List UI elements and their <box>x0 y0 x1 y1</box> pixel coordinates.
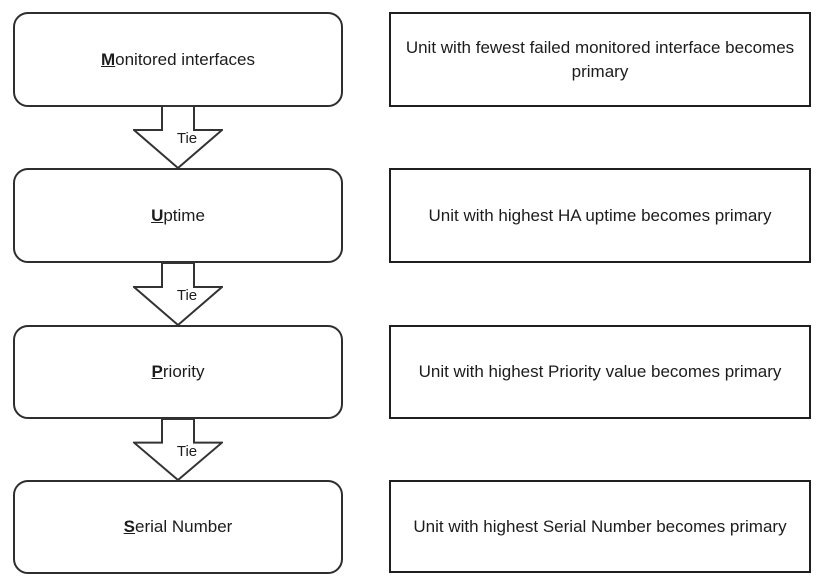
step-label: Serial Number <box>124 517 233 537</box>
tie-label: Tie <box>176 443 198 460</box>
step-box-monitored-interfaces: Monitored interfaces <box>13 12 343 107</box>
step-hotkey-letter: P <box>151 362 163 381</box>
desc-box-serial-number: Unit with highest Serial Number becomes … <box>389 480 811 573</box>
desc-text: Unit with highest HA uptime becomes prim… <box>428 205 772 225</box>
tie-connector-1: Tie <box>133 105 223 169</box>
step-label: Monitored interfaces <box>101 50 255 70</box>
step-label: Priority <box>152 362 205 382</box>
step-label-rest: riority <box>162 362 205 381</box>
down-block-arrow-icon <box>133 262 223 326</box>
step-box-priority: Priority <box>13 325 343 419</box>
step-label-rest: onitored interfaces <box>115 49 256 69</box>
tie-label: Tie <box>176 130 198 147</box>
desc-text: Unit with fewest failed monitored interf… <box>405 37 795 81</box>
desc-box-monitored-interfaces: Unit with fewest failed monitored interf… <box>389 12 811 107</box>
step-label: Uptime <box>151 206 205 226</box>
step-hotkey-letter: S <box>123 517 136 536</box>
step-label-rest: erial Number <box>135 517 233 536</box>
tie-connector-2: Tie <box>133 262 223 326</box>
desc-box-uptime: Unit with highest HA uptime becomes prim… <box>389 168 811 263</box>
tie-label: Tie <box>176 287 198 304</box>
step-label-rest: ptime <box>163 205 205 225</box>
desc-box-priority: Unit with highest Priority value becomes… <box>389 325 811 419</box>
step-hotkey-letter: U <box>151 205 164 225</box>
tie-connector-3: Tie <box>133 418 223 481</box>
step-box-uptime: Uptime <box>13 168 343 263</box>
desc-text: Unit with highest Priority value becomes… <box>418 362 782 381</box>
step-hotkey-letter: M <box>100 49 116 69</box>
step-box-serial-number: Serial Number <box>13 480 343 574</box>
down-block-arrow-icon <box>133 105 223 169</box>
down-block-arrow-icon <box>133 418 223 481</box>
desc-text: Unit with highest Serial Number becomes … <box>413 516 787 536</box>
